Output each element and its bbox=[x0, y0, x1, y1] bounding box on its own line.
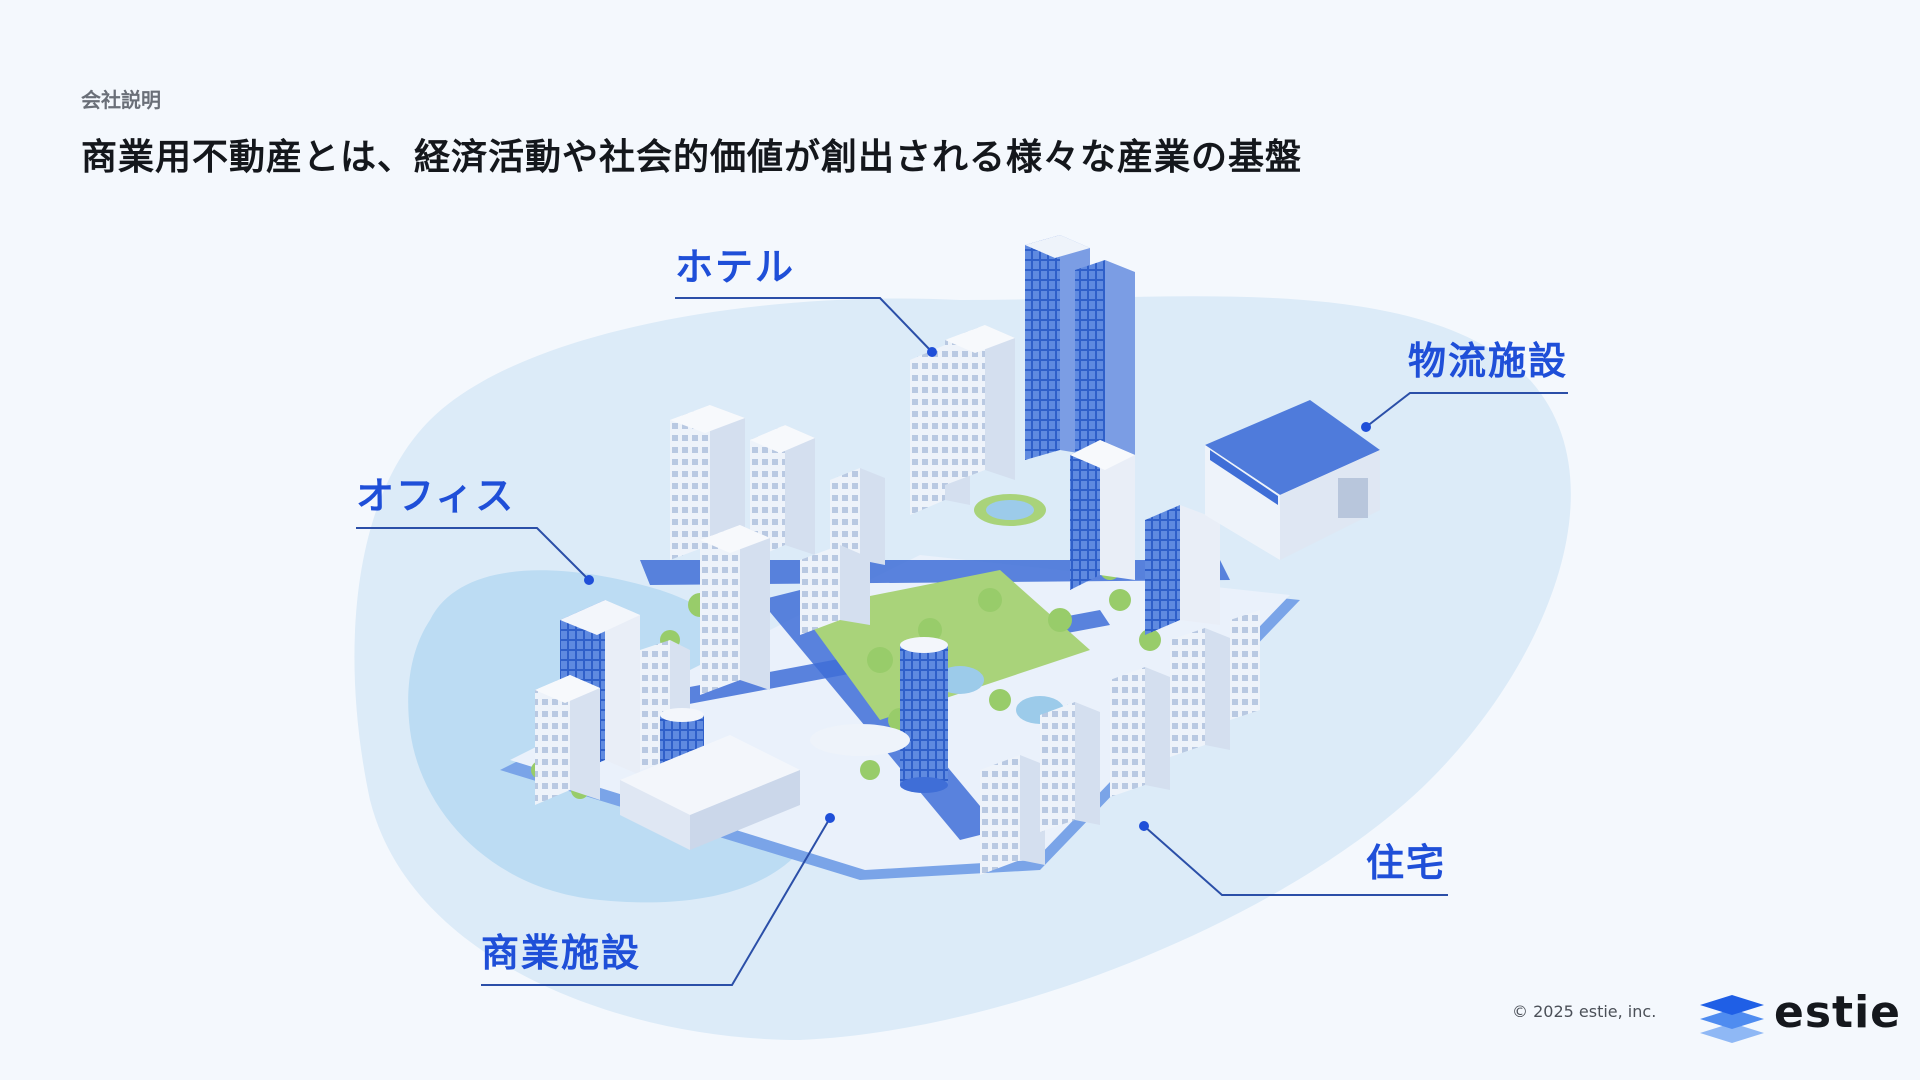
building-cylinder-tower bbox=[900, 637, 948, 793]
building-low-white-center bbox=[800, 545, 870, 635]
leader-lines bbox=[356, 297, 1568, 986]
page-title: 商業用不動産とは、経済活動や社会的価値が創出される様々な産業の基盤 bbox=[81, 137, 1303, 178]
building-tower-upper-left-2 bbox=[750, 425, 815, 560]
building-residential-blocks bbox=[980, 610, 1260, 875]
building-warehouse bbox=[1205, 400, 1380, 560]
leader-line-residential bbox=[1143, 825, 1448, 896]
estie-logo: estie bbox=[1694, 985, 1900, 1045]
building-skyscraper-blue bbox=[1025, 235, 1135, 475]
logo-wordmark: estie bbox=[1774, 987, 1901, 1038]
building-tower-upper-left-1 bbox=[670, 405, 745, 560]
building-hotel-white-right bbox=[1070, 440, 1135, 590]
leader-dots bbox=[584, 347, 1371, 831]
leader-line-hotel bbox=[675, 297, 933, 353]
stacked-layers-icon bbox=[1700, 995, 1764, 1043]
callout-retail: 商業施設 bbox=[481, 931, 642, 975]
leader-line-logistics bbox=[1365, 392, 1568, 428]
callout-office: オフィス bbox=[356, 474, 516, 518]
callout-hotel: ホテル bbox=[675, 245, 796, 289]
building-tower-center-white bbox=[700, 525, 770, 695]
leader-line-retail bbox=[481, 817, 831, 986]
building-office-white bbox=[535, 675, 600, 805]
building-retail-complex bbox=[620, 724, 910, 850]
building-hotel-white bbox=[910, 325, 1015, 515]
building-mid-white-right bbox=[1145, 505, 1220, 635]
leader-line-office bbox=[356, 527, 590, 581]
callout-logistics: 物流施設 bbox=[1408, 339, 1569, 383]
copyright: © 2025 estie, inc. bbox=[1512, 1002, 1657, 1021]
callout-residential: 住宅 bbox=[1366, 841, 1447, 885]
section-label: 会社説明 bbox=[81, 88, 161, 112]
